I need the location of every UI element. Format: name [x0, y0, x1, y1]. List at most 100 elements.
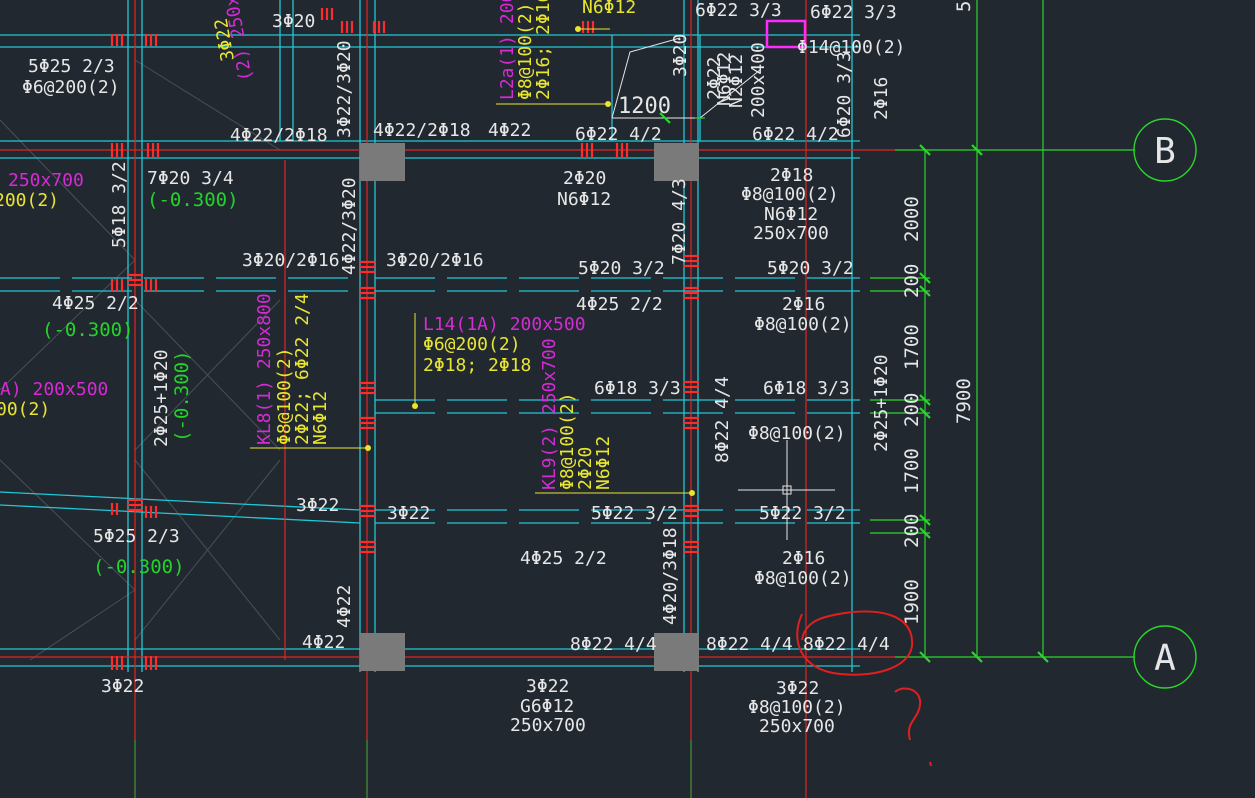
vlabel: 5Φ18 3/2 [109, 161, 130, 248]
label: 5Φ22 3/2 [759, 503, 846, 524]
white-leaders [611, 37, 835, 540]
markup-circle [796, 610, 914, 676]
axis-lines [0, 0, 895, 798]
elevation-label: (-0.300) [171, 350, 193, 442]
vlabel: 8Φ22 4/4 [712, 376, 733, 463]
vlabel: 6Φ20 3/3 [834, 51, 855, 138]
label: 3Φ22 [101, 676, 144, 697]
label: Φ8@100(2) [741, 184, 839, 205]
label: 5Φ25 2/3 [28, 56, 115, 77]
dim-200-a: 200 [901, 264, 923, 298]
mlabel: L2a(1) 200x [497, 0, 518, 100]
dim-200-c: 200 [901, 514, 923, 548]
ylabel: Φ8@100(2) [557, 392, 578, 490]
highlight-box [765, 19, 807, 49]
label: 250x700 [753, 223, 829, 244]
stirrup-marks-v [110, 8, 629, 670]
beam-edges [0, 0, 860, 672]
vlabel: 3Φ22/3Φ20 [334, 40, 355, 138]
extension-lines [134, 740, 692, 798]
label: 4Φ22 [302, 632, 345, 653]
label: 6Φ22 3/3 [695, 0, 782, 21]
label: 2Φ20 [563, 168, 606, 189]
label: 4Φ22/2Φ18 [373, 120, 471, 141]
label: 3Φ22 [776, 678, 819, 699]
label: Φ8@100(2) [748, 423, 846, 444]
label: 5Φ25 2/3 [93, 526, 180, 547]
vlabel: 2Φ16 [871, 77, 892, 120]
ylabel: 2Φ16; 2Φ16 [533, 0, 554, 100]
markup-question-mark [894, 687, 922, 741]
dim-1700-a: 1700 [901, 324, 923, 370]
ylabel: N6Φ12 [310, 391, 331, 445]
label: 2Φ16 [782, 294, 825, 315]
label: Φ8@100(2) [754, 314, 852, 335]
dim-1900: 1900 [901, 579, 923, 625]
label: 1200 [618, 94, 671, 119]
label: 4Φ22/2Φ18 [230, 125, 328, 146]
ylabel: 2Φ20 [575, 447, 596, 490]
dim-2000: 2000 [901, 196, 923, 242]
label: G6Φ12 [520, 696, 574, 717]
mlabel: 250x700 [8, 170, 84, 191]
label: 8Φ22 4/4 [803, 634, 890, 655]
ylabel: 2Φ18; 2Φ18 [423, 355, 531, 376]
dim-top-cut: 5 [953, 1, 975, 12]
label: 3Φ20 [272, 11, 315, 32]
column [654, 633, 699, 671]
vlabel: 4Φ22 [334, 585, 355, 628]
label: Φ8@100(2) [754, 568, 852, 589]
elevation-label: (-0.300) [42, 319, 134, 341]
label: 250x700 [759, 716, 835, 737]
ylabel: 2Φ22; 6Φ22 2/4 [292, 293, 313, 445]
ylabel: N6Φ12 [582, 0, 636, 18]
label: 3Φ20/2Φ16 [242, 250, 340, 271]
label: 4Φ22 [488, 120, 531, 141]
mlabel: 200(2) [0, 190, 59, 211]
vlabel: 4Φ22/3Φ20 [339, 177, 360, 275]
vlabel: N2Φ12 [726, 54, 747, 108]
elevation-label: (-0.300) [147, 189, 239, 211]
mlabel: KL9(2) 250x700 [539, 338, 560, 490]
label: 4Φ25 2/2 [520, 548, 607, 569]
leader-dots [365, 26, 695, 496]
dim-200-b: 200 [901, 393, 923, 427]
label: N6Φ12 [714, 52, 735, 106]
elevation-label: (-0.300) [93, 556, 185, 578]
white-annotations: 3Φ20 6Φ22 3/3 6Φ22 3/3 Φ14@100(2) 5Φ25 2… [22, 0, 905, 737]
column [360, 143, 405, 181]
axis-label-a: A [1154, 638, 1176, 679]
label: 5Φ20 3/2 [578, 258, 665, 279]
green-annotations: (-0.300) (-0.300) (-0.300) (-0.300) [42, 189, 239, 578]
leader-lines [250, 28, 692, 494]
vlabel: 2Φ25+1Φ20 [871, 354, 892, 452]
markup-question-dot [929, 761, 932, 767]
label: 3Φ20/2Φ16 [386, 250, 484, 271]
label: 5Φ22 3/2 [591, 503, 678, 524]
slab-diagonals [0, 59, 281, 661]
label: 2Φ18 [770, 165, 813, 186]
dim-1700-b: 1700 [901, 448, 923, 494]
yellow-annotations: Φ6@200(2) 2Φ18; 2Φ18 00(2) Φ8@100(2) 2Φ2… [0, 0, 636, 490]
vlabel: 3Φ20 [670, 34, 691, 77]
markup-annotations [796, 610, 932, 767]
label: 6Φ22 4/2 [752, 124, 839, 145]
label: 4Φ25 2/2 [576, 294, 663, 315]
label: 250x700 [510, 715, 586, 736]
label: Φ6@200(2) [22, 77, 120, 98]
columns [360, 143, 699, 671]
dimension-ticks [659, 112, 1049, 663]
ylabel: Φ8@100(2) [274, 347, 295, 445]
vlabel: 2Φ25+1Φ20 [151, 349, 172, 447]
vlabel: 4Φ20/3Φ18 [660, 527, 681, 625]
label: N6Φ12 [764, 204, 818, 225]
label: 6Φ18 3/3 [594, 378, 681, 399]
label: 3Φ22 [296, 495, 339, 516]
label: Φ14@100(2) [797, 37, 905, 58]
label: 7Φ20 3/4 [147, 168, 234, 189]
label: N6Φ12 [557, 189, 611, 210]
ylabel: Φ6@200(2) [423, 334, 521, 355]
dimension-texts: 2000 200 1700 200 1700 200 1900 7900 5 [901, 1, 975, 625]
